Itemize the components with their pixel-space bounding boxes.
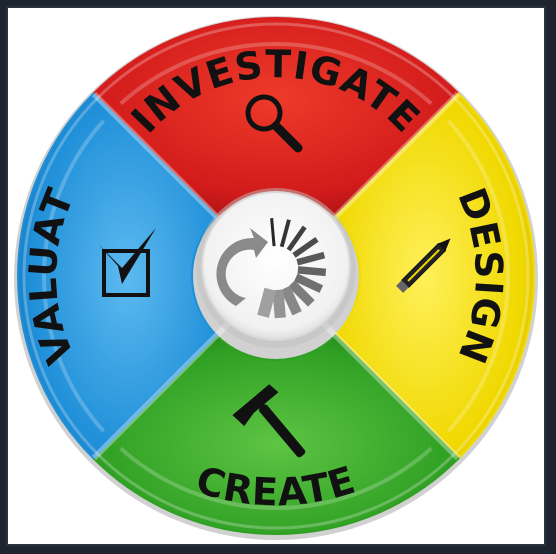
segment-evaluate-bevel — [42, 119, 106, 433]
cycle-tick — [257, 287, 277, 318]
cycle-tick — [296, 251, 326, 266]
segments-group — [17, 17, 535, 535]
cycle-tick — [288, 280, 315, 307]
cycle-tick — [294, 273, 324, 293]
cycle-tick — [272, 289, 286, 319]
cycle-tick — [292, 236, 319, 258]
segment-investigate-bevel — [119, 42, 433, 106]
cycle-tick — [280, 285, 302, 316]
segment-design — [333, 92, 535, 460]
segment-create — [92, 333, 460, 535]
cycle-tick — [279, 219, 291, 248]
checkbox-icon — [98, 228, 156, 297]
diagram-frame: INVESTIGATE DESIGN CREATE EVALUATE — [6, 6, 546, 546]
hammer-icon — [232, 384, 306, 458]
segment-evaluate — [17, 92, 219, 460]
segment-create-bevel — [119, 446, 433, 510]
cycle-arrow-icon — [216, 218, 327, 319]
pencil-icon — [396, 238, 451, 293]
cycle-diagram: INVESTIGATE DESIGN CREATE EVALUATE — [6, 6, 538, 540]
center-hub — [196, 188, 356, 348]
magnifier-icon — [245, 94, 303, 153]
cycle-tick — [297, 266, 327, 277]
cycle-tick — [286, 225, 307, 252]
cycle-arrow — [216, 228, 268, 306]
cycle-tick — [270, 218, 276, 247]
segment-design-bevel — [446, 119, 510, 433]
